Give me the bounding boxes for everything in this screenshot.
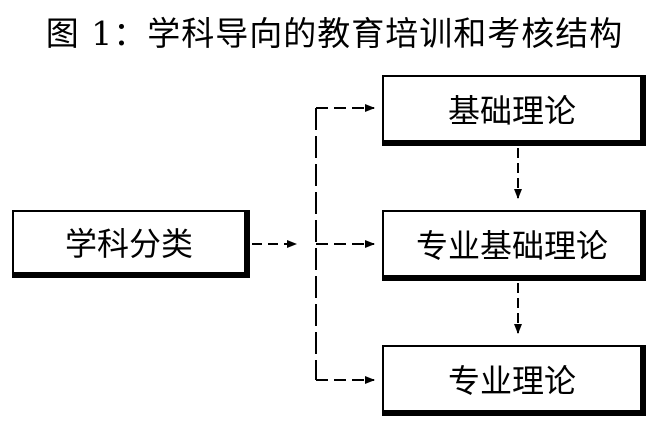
- node-basic-theory-label: 基础理论: [447, 91, 576, 130]
- node-professional-basic-theory: 专业基础理论: [382, 210, 646, 281]
- node-professional-theory-label: 专业理论: [447, 361, 576, 400]
- node-professional-theory: 专业理论: [382, 345, 646, 416]
- node-discipline: 学科分类: [12, 210, 250, 278]
- node-professional-basic-theory-label: 专业基础理论: [415, 226, 608, 265]
- node-discipline-label: 学科分类: [64, 225, 193, 263]
- figure-title: 图 1：学科导向的教育培训和考核结构: [45, 14, 624, 53]
- node-basic-theory: 基础理论: [382, 75, 646, 146]
